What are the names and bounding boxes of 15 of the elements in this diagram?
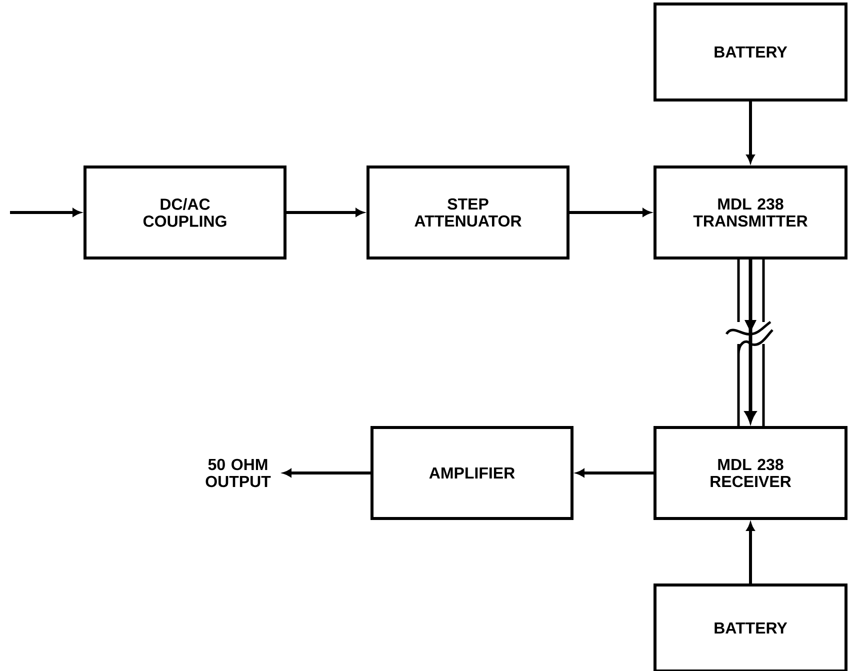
arrow xyxy=(286,208,364,216)
block-box: BATTERY xyxy=(654,2,848,102)
arrow xyxy=(746,522,754,584)
block-box: MDL 238 TRANSMITTER xyxy=(654,166,848,260)
block-box: BATTERY xyxy=(654,584,848,671)
arrow xyxy=(570,208,651,216)
block-box: DC/AC COUPLING xyxy=(84,166,286,260)
arrow xyxy=(283,469,370,477)
block-box: STEP ATTENUATOR xyxy=(366,166,570,260)
arrow xyxy=(746,102,754,163)
block-box: MDL 238 RECEIVER xyxy=(654,426,848,520)
output-label: 50 OHM OUTPUT xyxy=(206,458,271,488)
block-box: AMPLIFIER xyxy=(370,426,574,520)
arrow xyxy=(576,469,654,477)
arrow xyxy=(10,208,81,216)
